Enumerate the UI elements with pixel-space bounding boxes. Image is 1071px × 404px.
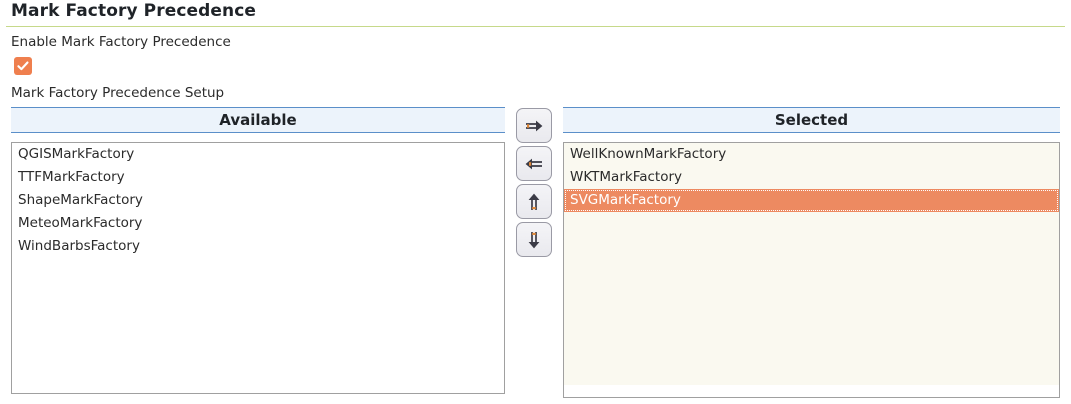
move-right-button[interactable] bbox=[516, 108, 552, 143]
transfer-button-group bbox=[516, 108, 552, 260]
arrow-left-icon bbox=[525, 158, 542, 169]
list-item[interactable]: TTFMarkFactory bbox=[18, 169, 125, 185]
available-list[interactable]: QGISMarkFactory TTFMarkFactory ShapeMark… bbox=[11, 142, 505, 394]
list-item[interactable]: ShapeMarkFactory bbox=[18, 192, 143, 208]
list-item[interactable]: WellKnownMarkFactory bbox=[570, 146, 727, 162]
checkmark-icon bbox=[17, 61, 29, 71]
title-divider bbox=[6, 26, 1065, 27]
list-item[interactable]: MeteoMarkFactory bbox=[18, 215, 143, 231]
enable-precedence-checkbox[interactable] bbox=[14, 57, 32, 75]
arrow-right-icon bbox=[526, 120, 543, 131]
selected-column-header: Selected bbox=[563, 107, 1060, 133]
list-item[interactable]: WKTMarkFactory bbox=[570, 169, 683, 185]
available-list-inner: QGISMarkFactory TTFMarkFactory ShapeMark… bbox=[12, 143, 504, 393]
available-column-header: Available bbox=[11, 107, 505, 133]
arrow-up-icon bbox=[528, 193, 540, 210]
list-item[interactable]: QGISMarkFactory bbox=[18, 146, 135, 162]
list-item[interactable]: WindBarbsFactory bbox=[18, 238, 140, 254]
arrow-down-icon bbox=[528, 231, 540, 248]
move-down-button[interactable] bbox=[516, 222, 552, 257]
enable-precedence-label: Enable Mark Factory Precedence bbox=[11, 34, 231, 50]
move-left-button[interactable] bbox=[516, 146, 552, 181]
selected-list[interactable]: WellKnownMarkFactory WKTMarkFactory SVGM… bbox=[563, 142, 1060, 398]
page-title: Mark Factory Precedence bbox=[11, 1, 257, 21]
move-up-button[interactable] bbox=[516, 184, 552, 219]
selected-list-inner: WellKnownMarkFactory WKTMarkFactory SVGM… bbox=[564, 143, 1059, 385]
list-item-selected[interactable]: SVGMarkFactory bbox=[564, 189, 1059, 212]
precedence-setup-label: Mark Factory Precedence Setup bbox=[11, 85, 225, 101]
